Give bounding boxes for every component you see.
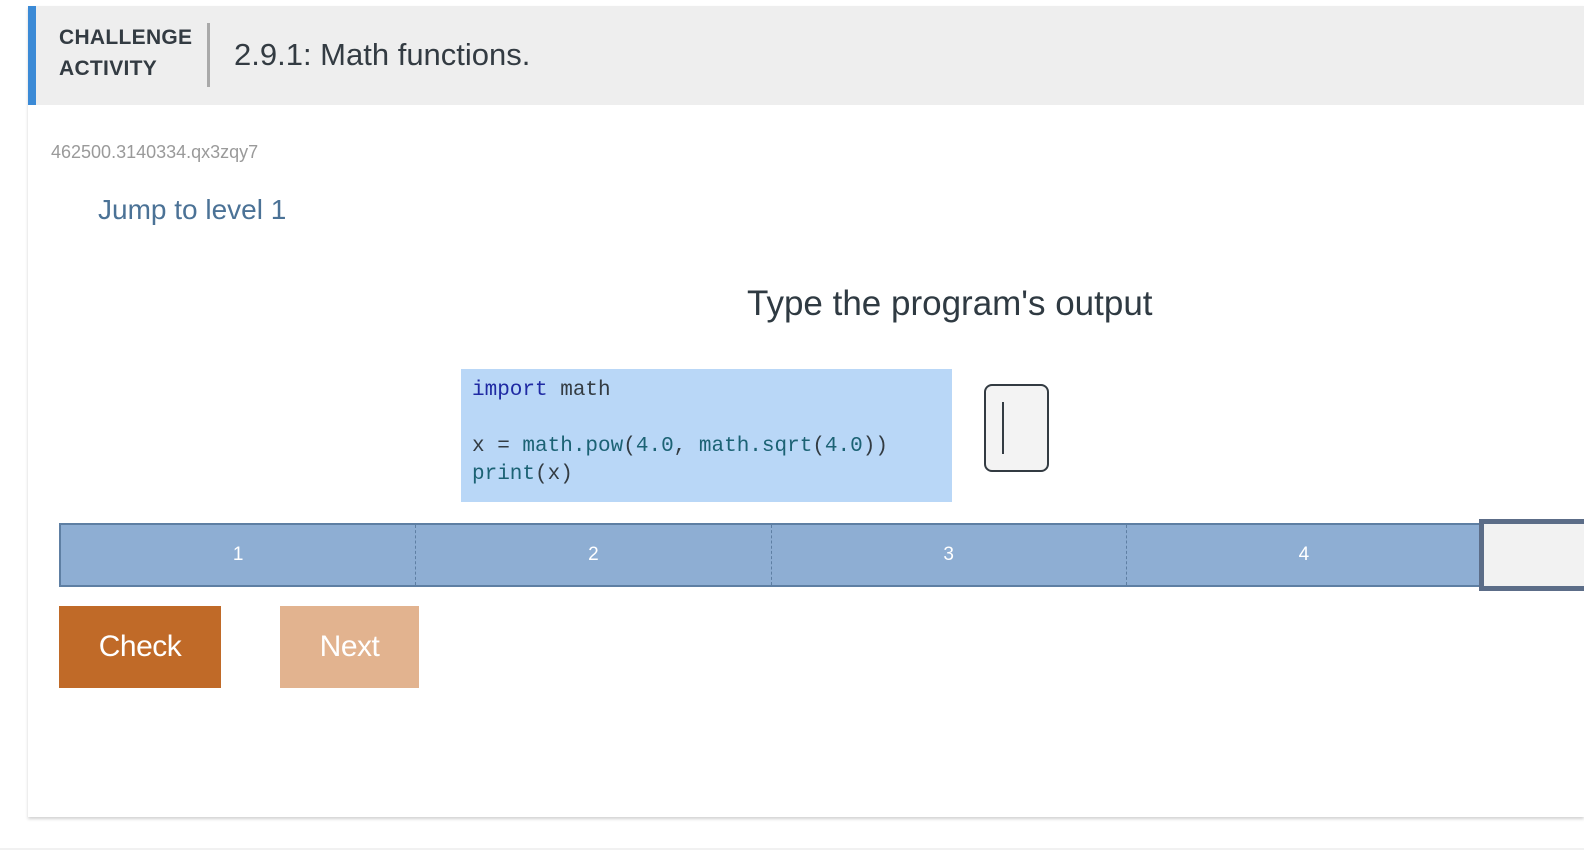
activity-type-label: CHALLENGE ACTIVITY <box>59 22 192 84</box>
check-button[interactable]: Check <box>59 606 221 688</box>
code-function: math.pow <box>522 435 624 458</box>
code-keyword-import: import <box>472 379 548 402</box>
activity-header: CHALLENGE ACTIVITY 2.9.1: Math functions… <box>28 6 1584 105</box>
code-text: ( <box>623 435 636 458</box>
level-segment-3[interactable]: 3 <box>772 525 1127 585</box>
activity-type-line2: ACTIVITY <box>59 57 158 80</box>
code-text: x = <box>472 435 523 458</box>
activity-title: 2.9.1: Math functions. <box>234 37 531 72</box>
text-caret <box>1002 402 1004 454</box>
code-text: (x) <box>535 463 573 486</box>
level-segment-2[interactable]: 2 <box>416 525 772 585</box>
program-output-input[interactable] <box>984 384 1049 472</box>
code-line-3: x = math.pow(4.0, math.sqrt(4.0)) <box>472 433 941 461</box>
code-line-4: print(x) <box>472 461 941 489</box>
code-text: , <box>673 435 699 458</box>
code-text: math <box>547 379 611 402</box>
code-line-2-blank <box>472 405 941 433</box>
code-function: math.sqrt <box>698 435 813 458</box>
level-progress-bar: 1 2 3 4 <box>59 523 1483 587</box>
page-divider <box>0 848 1584 850</box>
code-text: )) <box>862 435 888 458</box>
code-text: ( <box>812 435 825 458</box>
level-segment-1[interactable]: 1 <box>61 525 417 585</box>
activity-id: 462500.3140334.qx3zqy7 <box>51 142 259 162</box>
next-button[interactable]: Next <box>280 606 419 688</box>
code-number: 4.0 <box>635 435 674 458</box>
code-block: import math x = math.pow(4.0, math.sqrt(… <box>461 369 952 502</box>
code-line-1: import math <box>472 377 941 405</box>
header-divider <box>207 23 210 87</box>
code-function: print <box>472 463 536 486</box>
activity-type-line1: CHALLENGE <box>59 26 193 49</box>
challenge-activity-card: CHALLENGE ACTIVITY 2.9.1: Math functions… <box>28 6 1584 817</box>
level-segment-4[interactable]: 4 <box>1298 544 1310 565</box>
level-segment-current[interactable] <box>1479 519 1584 591</box>
jump-to-level-link[interactable]: Jump to level 1 <box>98 194 287 225</box>
code-number: 4.0 <box>824 435 863 458</box>
instructions-text: Type the program's output <box>747 284 1153 323</box>
